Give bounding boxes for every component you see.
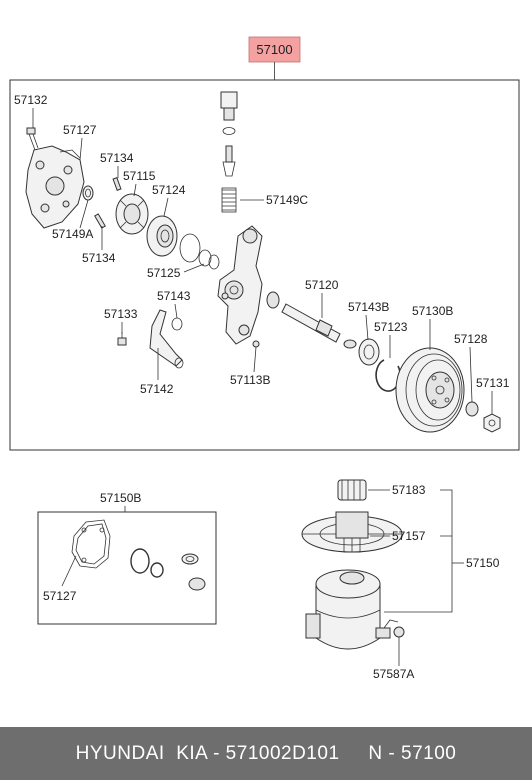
strainer-57157-part	[301, 511, 403, 553]
nut-hole	[488, 419, 496, 427]
kit-seal-upper	[181, 553, 199, 565]
leader-57149a	[79, 199, 89, 229]
gasket-57127-part	[71, 519, 111, 569]
label-57130b: 57130B	[412, 304, 453, 318]
parts-diagram: 57100 57132 57127 57149A 57134 57134 571…	[9, 36, 520, 681]
label-57143b: 57143B	[348, 300, 389, 314]
oring-57125-large-part	[179, 233, 201, 263]
pump-body-part	[217, 225, 263, 345]
label-57123: 57123	[374, 320, 408, 334]
reservoir-cap-57183-part	[337, 479, 367, 501]
spring-57149c-part	[221, 187, 237, 213]
footer-part-number: HYUNDAI KIA - 571002D101 N - 57100	[75, 742, 457, 764]
reservoir-tank-part	[305, 569, 399, 650]
oring-57143-part	[171, 317, 183, 331]
label-57183: 57183	[392, 483, 426, 497]
nut-57131-part	[483, 413, 501, 433]
leader-57128	[469, 346, 473, 403]
pump-cover-part	[25, 145, 85, 229]
cam-ring-57124-part	[146, 215, 178, 257]
label-57157: 57157	[392, 529, 426, 543]
leader-57113b	[253, 346, 257, 373]
rotor-57115-part	[115, 193, 149, 235]
label-57134-lower: 57134	[82, 251, 116, 265]
leader-57143b	[365, 314, 369, 341]
seal-ring-part	[266, 291, 280, 309]
kit-seal-upper-inner	[185, 556, 195, 562]
kit-oring-small	[150, 562, 164, 578]
clamp-57587a-part	[393, 626, 405, 638]
outlet-fitting-part	[220, 91, 238, 177]
label-57115: 57115	[123, 169, 156, 183]
leader-57125	[183, 263, 205, 273]
label-57120: 57120	[305, 278, 339, 292]
leader-57115	[133, 183, 137, 197]
main-assembly-frame	[9, 79, 520, 451]
oring-57125-small-part	[198, 249, 212, 267]
label-57131: 57131	[476, 376, 510, 390]
footer-bar: HYUNDAI KIA - 571002D101 N - 57100	[0, 727, 532, 780]
oring-57125-mid-part	[208, 254, 220, 270]
label-57587a: 57587A	[373, 667, 414, 681]
label-57149a: 57149A	[52, 227, 93, 241]
gasket-kit-title: 57150B	[100, 491, 141, 505]
bearing-57143b-part	[358, 338, 380, 366]
seal-57149a-part	[82, 185, 94, 201]
reservoir-bracket	[384, 489, 453, 613]
washer-57128-part	[465, 401, 479, 417]
label-57128: 57128	[454, 332, 488, 346]
label-57143: 57143	[157, 289, 191, 303]
gasket-leader-57127	[61, 555, 77, 587]
plug-57113b-part	[252, 340, 260, 348]
leader-57127	[79, 137, 83, 161]
bolt-57132-part	[26, 127, 39, 151]
label-57142: 57142	[140, 382, 174, 396]
pin-57134-upper-part	[112, 177, 122, 191]
shaft-57120-part	[281, 303, 357, 349]
label-57134-upper: 57134	[100, 151, 134, 165]
label-57124: 57124	[152, 183, 186, 197]
assembly-title-label: 57100	[256, 42, 292, 57]
pulley-57130b-part	[395, 347, 465, 433]
gasket-label-57127: 57127	[43, 589, 77, 603]
label-57150: 57150	[466, 556, 500, 570]
suction-pipe-57142-part	[149, 309, 184, 369]
label-57127: 57127	[63, 123, 97, 137]
leader-57143	[174, 303, 178, 319]
label-57149c: 57149C	[266, 193, 308, 207]
label-57113b: 57113B	[230, 373, 270, 387]
kit-bushing	[188, 577, 206, 591]
gasket-kit-frame	[37, 511, 217, 625]
pin-57134-lower-part	[94, 213, 106, 229]
leader-57124	[163, 197, 169, 217]
kit-oring-large	[130, 548, 150, 574]
label-57133: 57133	[104, 307, 138, 321]
label-57132: 57132	[14, 93, 48, 107]
label-57125: 57125	[147, 266, 181, 280]
